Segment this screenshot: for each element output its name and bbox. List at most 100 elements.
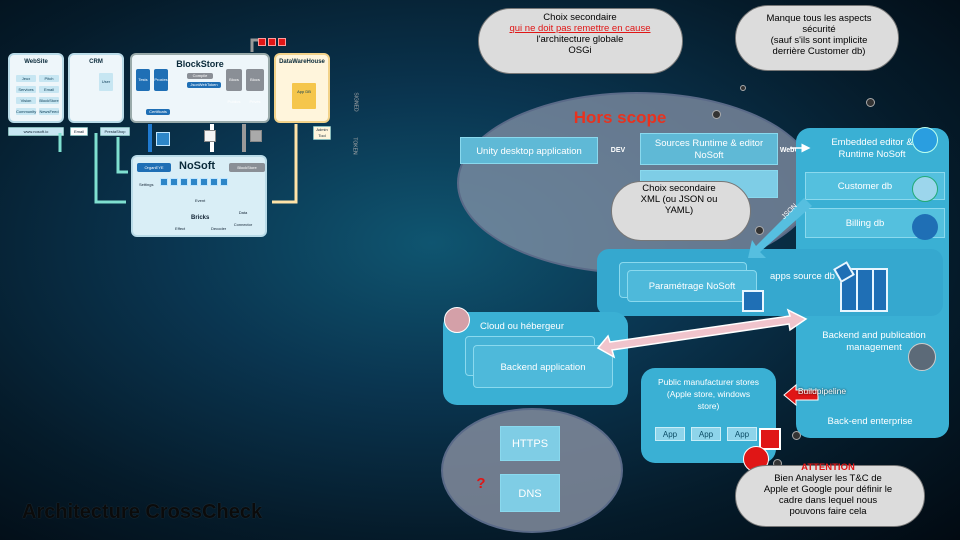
buildpipeline-label: Buildpipeline bbox=[797, 386, 847, 396]
public-stores-label: Public manufacturer stores (Apple store,… bbox=[657, 377, 760, 411]
mini-nosoft-data-connector: Data Connector bbox=[233, 210, 253, 227]
mini-white-cube bbox=[204, 130, 216, 142]
mini-red-cube bbox=[258, 38, 266, 46]
mini-red-cube bbox=[278, 38, 286, 46]
dns-label: DNS bbox=[518, 488, 542, 500]
billing-db-label: Billing db bbox=[845, 218, 885, 229]
cloud-attention-title: ATTENTION bbox=[801, 462, 855, 473]
cloud-dot bbox=[712, 110, 721, 119]
mini-website-cell: Vision bbox=[16, 97, 36, 104]
mini-cube-row bbox=[190, 178, 198, 186]
mini-blockstore-box: BlockStore Tests Proxies Compile JsonWeb… bbox=[130, 53, 270, 123]
cloud-securite bbox=[735, 5, 899, 71]
cloud-securite-line2: (sauf s'ils sont implicite derrière Cust… bbox=[770, 35, 868, 57]
mini-blockstore-title: BlockStore bbox=[176, 59, 224, 69]
mini-blockstore-cell: Certificats bbox=[146, 109, 170, 115]
mini-cube-row bbox=[210, 178, 218, 186]
mini-nosoft-decoder: Decoder bbox=[211, 226, 227, 231]
mini-website-title: WebSite bbox=[24, 59, 48, 65]
unity-desktop-label: Unity desktop application bbox=[476, 146, 582, 157]
mini-blockstore-cell: Compile bbox=[187, 73, 213, 79]
cloud-dot bbox=[740, 85, 746, 91]
webgl-label: WebGL bbox=[779, 147, 805, 154]
backend-publication-label: Backend and publication management bbox=[822, 330, 926, 353]
mini-nosoft-title: NoSoft bbox=[179, 160, 216, 172]
mini-website-url: www.nosoft.io bbox=[8, 127, 64, 136]
cloud-securite-text: Manque tous les aspects sécurité (sauf s… bbox=[756, 13, 882, 57]
question-mark: ? bbox=[476, 475, 486, 492]
cloud-attention-text: ATTENTION Bien Analyser les T&C de Apple… bbox=[762, 462, 894, 517]
mini-website-cell: Pitch bbox=[39, 75, 59, 82]
https-label: HTTPS bbox=[511, 438, 549, 450]
backend-circle bbox=[908, 343, 936, 371]
mini-website-cell: Community bbox=[16, 108, 37, 115]
mini-cube-row bbox=[220, 178, 228, 186]
mini-blockstore-cell: JsonWebToken bbox=[187, 82, 221, 88]
cloud-circle bbox=[444, 307, 470, 333]
mini-blockstore-cell: Blocs Privés bbox=[246, 69, 264, 104]
cloud-dot bbox=[792, 431, 801, 440]
mini-website-cell: Email bbox=[39, 86, 59, 93]
mini-red-cube bbox=[268, 38, 276, 46]
mini-grey-cube bbox=[250, 130, 262, 142]
sources-runtime-label: Sources Runtime & editor NoSoft bbox=[654, 138, 764, 161]
mini-website-box: WebSite Jeux Pitch Services Email Vision… bbox=[8, 53, 64, 123]
mini-datawarehouse-db: App DB bbox=[292, 83, 316, 109]
cloud-xml bbox=[611, 181, 751, 241]
sources-runtime-box: Sources Runtime & editor NoSoft bbox=[640, 133, 778, 165]
mini-nosoft-event: Event bbox=[195, 198, 206, 203]
cloud-osgi-line1: Choix secondaire bbox=[543, 12, 617, 23]
mini-cube-row bbox=[170, 178, 178, 186]
cloud-attention bbox=[735, 465, 925, 527]
mini-website-cell: NewsFeed bbox=[39, 108, 59, 115]
backend-application-label: Backend application bbox=[500, 362, 586, 373]
mini-nosoft-bricks: Bricks bbox=[191, 215, 210, 221]
mini-crm-box: CRM User bbox=[68, 53, 124, 123]
parametrage-box: Paramétrage NoSoft bbox=[627, 270, 757, 302]
cloud-osgi-line3: l'architecture globale bbox=[536, 34, 624, 45]
db-circle bbox=[912, 176, 938, 202]
cloud-securite-line1: Manque tous les aspects sécurité bbox=[766, 13, 872, 35]
db-circle bbox=[912, 127, 938, 153]
mini-crm-email: Email bbox=[70, 127, 88, 136]
page-title: Architecture CrossCheck bbox=[22, 501, 263, 523]
mini-blockstore-cell: Tests bbox=[136, 69, 150, 91]
app-button[interactable]: App bbox=[727, 427, 757, 441]
hors-scope-label: Hors scope bbox=[573, 108, 667, 127]
mini-connector-arrows bbox=[58, 38, 298, 204]
mini-cube-row bbox=[160, 178, 168, 186]
mini-blue-cube bbox=[156, 132, 170, 146]
dev-label: DEV bbox=[610, 147, 626, 154]
mini-nosoft-effect: Effect bbox=[175, 226, 186, 231]
mini-crm-user: User bbox=[99, 73, 113, 91]
mini-cube-row bbox=[180, 178, 188, 186]
mini-website-cell: Services bbox=[16, 86, 36, 93]
mini-blockstore-cell: Proxies bbox=[154, 69, 168, 91]
cloud-osgi bbox=[478, 8, 683, 74]
mini-nosoft-blockstore: BlockStore bbox=[229, 163, 265, 172]
apps-source-db-label: apps source db bbox=[770, 271, 835, 282]
mini-website-cell: Jeux bbox=[16, 75, 36, 82]
parametrage-label: Paramétrage NoSoft bbox=[648, 281, 736, 292]
cloud-dot bbox=[755, 226, 764, 235]
app-button[interactable]: App bbox=[655, 427, 685, 441]
cloud-xml-text: Choix secondaire XML (ou JSON ou YAML) bbox=[634, 183, 724, 216]
cloud-osgi-text: Choix secondaire qui ne doit pas remettr… bbox=[500, 12, 660, 56]
mini-blockstore-cell: Blocs Publics bbox=[226, 69, 242, 104]
mini-datawarehouse-box: DataWareHouse App DB bbox=[274, 53, 330, 123]
mini-nosoft-box: OrganEYE NoSoft BlockStore Settings Bric… bbox=[131, 155, 267, 237]
mini-nosoft-organeyes: OrganEYE bbox=[137, 163, 171, 172]
dns-box: DNS bbox=[500, 474, 560, 512]
mini-crm-title: CRM bbox=[89, 59, 103, 65]
mini-website-cell: BlockStore bbox=[39, 97, 59, 104]
mini-datawarehouse-admin: Admin Tool bbox=[313, 126, 331, 140]
mini-cube-row bbox=[200, 178, 208, 186]
cloud-osgi-line4: OSGi bbox=[568, 45, 592, 56]
cloud-xml-line1: Choix secondaire XML (ou JSON ou YAML) bbox=[640, 183, 718, 216]
unity-desktop-box: Unity desktop application bbox=[460, 137, 598, 164]
backend-application-box: Backend application bbox=[473, 345, 613, 388]
mini-crm-prestashop: PrestaShop bbox=[100, 127, 130, 136]
db-circle bbox=[912, 214, 938, 240]
app-button[interactable]: App bbox=[691, 427, 721, 441]
